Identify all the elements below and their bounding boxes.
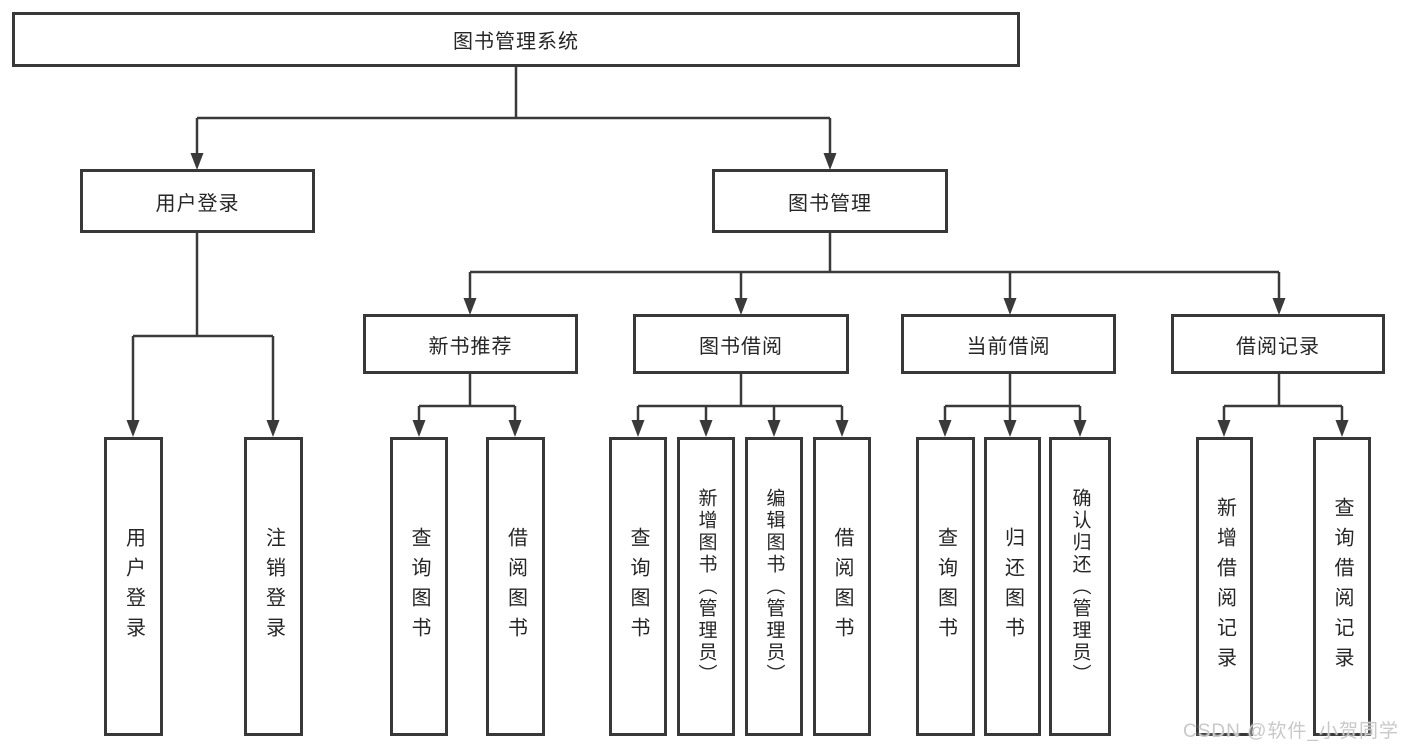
leaf-query-borrow-record-label: 查询借阅记录: [1331, 496, 1353, 677]
node-book-management-label: 图书管理: [788, 192, 872, 215]
node-library-system-label: 图书管理系统: [453, 31, 579, 53]
leaf-query-books-current-label: 查询图书: [934, 526, 957, 647]
leaf-borrow-books-borrowing: 借阅图书: [813, 437, 871, 736]
node-current-borrowing-label: 当前借阅: [966, 335, 1051, 358]
leaf-user-login: 用户登录: [104, 437, 163, 736]
leaf-logout: 注销登录: [244, 437, 303, 736]
leaf-add-borrow-record-label: 新增借阅记录: [1213, 496, 1236, 677]
leaf-query-borrow-record: 查询借阅记录: [1313, 437, 1371, 736]
node-new-book-recommend: 新书推荐: [363, 314, 578, 374]
leaf-query-books-current: 查询图书: [916, 437, 975, 736]
node-book-management: 图书管理: [712, 169, 948, 233]
leaf-borrow-books-recommend: 借阅图书: [486, 437, 545, 736]
leaf-query-books-recommend-label: 查询图书: [408, 526, 430, 647]
leaf-add-book-admin: 新增图书（管理员）: [677, 437, 735, 736]
node-borrowing-records: 借阅记录: [1171, 314, 1385, 374]
leaf-borrow-books-borrowing-label: 借阅图书: [831, 526, 853, 647]
leaf-confirm-return-admin: 确认归还（管理员）: [1049, 437, 1111, 736]
leaf-return-book: 归还图书: [984, 437, 1041, 736]
node-book-borrowing: 图书借阅: [633, 314, 849, 374]
leaf-edit-book-admin-label: 编辑图书（管理员）: [763, 487, 785, 686]
leaf-logout-label: 注销登录: [262, 526, 285, 647]
node-book-borrowing-label: 图书借阅: [699, 335, 783, 358]
leaf-confirm-return-admin-label: 确认归还（管理员）: [1069, 487, 1091, 686]
node-user-login: 用户登录: [80, 169, 315, 233]
node-borrowing-records-label: 借阅记录: [1236, 335, 1320, 358]
leaf-edit-book-admin: 编辑图书（管理员）: [745, 437, 803, 736]
node-current-borrowing: 当前借阅: [901, 314, 1116, 374]
leaf-query-books-borrowing-label: 查询图书: [627, 526, 649, 647]
csdn-watermark: CSDN @软件_小贺同学: [1183, 721, 1399, 742]
leaf-return-book-label: 归还图书: [1001, 526, 1024, 647]
node-new-book-recommend-label: 新书推荐: [428, 335, 513, 358]
leaf-user-login-label: 用户登录: [122, 526, 145, 647]
leaf-borrow-books-recommend-label: 借阅图书: [504, 526, 527, 647]
leaf-query-books-borrowing: 查询图书: [609, 437, 667, 736]
node-user-login-label: 用户登录: [155, 192, 240, 215]
leaf-add-borrow-record: 新增借阅记录: [1196, 437, 1253, 736]
leaf-query-books-recommend: 查询图书: [390, 437, 448, 736]
node-library-system: 图书管理系统: [12, 12, 1020, 67]
leaf-add-book-admin-label: 新增图书（管理员）: [695, 487, 717, 686]
